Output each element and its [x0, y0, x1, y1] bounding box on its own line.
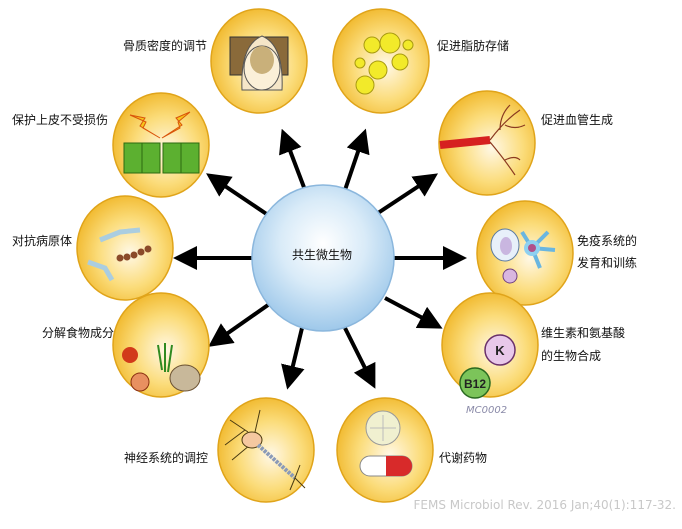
bacteria-icon: [87, 227, 152, 282]
circle-pathogen: [76, 195, 174, 301]
food-icon: [122, 343, 201, 392]
immune-cells-icon: [490, 228, 556, 284]
arrow-food: [208, 303, 270, 347]
arrow-fat: [343, 128, 370, 191]
label-fat: 促进脂肪存储: [437, 39, 510, 53]
label-pathogen: 对抗病原体: [12, 234, 73, 248]
vitamin-b12-badge: [459, 367, 491, 399]
arrow-epithelium: [206, 173, 270, 217]
label-epithelium: 保护上皮不受损伤: [12, 113, 109, 127]
bone-cell-icon: [229, 35, 289, 91]
citation: FEMS Microbiol Rev. 2016 Jan;40(1):117-3…: [413, 498, 676, 512]
fat-droplets-icon: [354, 32, 414, 95]
vitamin-k-badge: [484, 334, 516, 366]
watermark-code: MC0002: [466, 405, 508, 416]
label-bone: 骨质密度的调节: [123, 39, 208, 53]
arrow-bone: [279, 128, 307, 191]
vitamin-icon: K B12: [459, 334, 516, 399]
circle-drug: [336, 397, 434, 503]
label-vitamin-line2: 的生物合成: [541, 349, 602, 363]
arrow-nerve: [281, 327, 305, 390]
epithelium-lightning-icon: [123, 111, 200, 174]
label-food: 分解食物成分: [42, 326, 115, 340]
blood-vessel-icon: [439, 104, 526, 176]
center-microbiota-circle: [251, 184, 395, 332]
arrow-vitamin: [384, 296, 443, 329]
vitamin-k-text: K: [495, 343, 505, 358]
circle-immune: [476, 200, 574, 306]
label-drug: 代谢药物: [439, 451, 488, 465]
arrow-drug: [343, 327, 376, 389]
arrows: [173, 128, 467, 390]
label-immune-line1: 免疫系统的: [577, 234, 638, 248]
vitamin-b12-text: B12: [464, 377, 486, 391]
neuron-icon: [224, 409, 306, 491]
label-vessel: 促进血管生成: [541, 113, 614, 127]
center-label: 共生微生物: [291, 248, 352, 262]
label-vitamin-line1: 维生素和氨基酸: [541, 326, 626, 340]
label-nerve: 神经系统的调控: [124, 451, 209, 465]
label-immune-line2: 发育和训练: [577, 256, 638, 270]
pill-icon: [359, 410, 413, 477]
arrow-vessel: [376, 173, 439, 215]
